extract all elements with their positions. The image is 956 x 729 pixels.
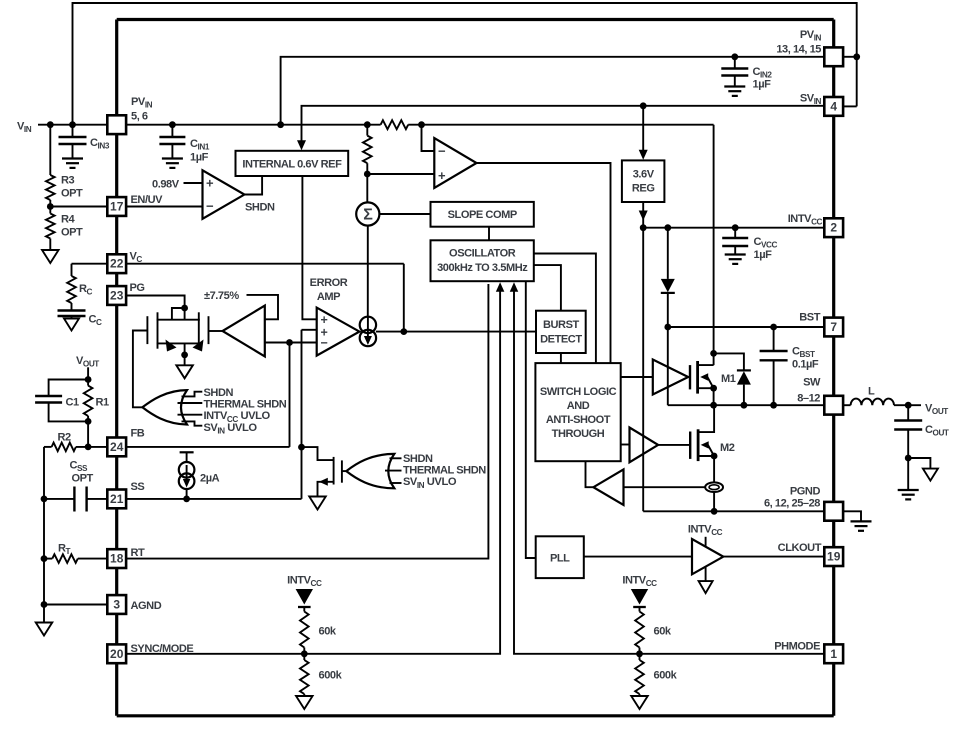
- svg-text:ANTI-SHOOT: ANTI-SHOOT: [546, 414, 611, 426]
- svg-text:2µA: 2µA: [200, 473, 220, 485]
- svg-text:7: 7: [830, 320, 837, 334]
- svg-text:8–12: 8–12: [797, 393, 820, 405]
- svg-text:SVIN UVLO: SVIN UVLO: [403, 476, 457, 490]
- svg-text:21: 21: [110, 492, 124, 506]
- svg-text:300kHz TO 3.5MHz: 300kHz TO 3.5MHz: [437, 262, 528, 274]
- svg-text:THROUGH: THROUGH: [552, 428, 605, 440]
- svg-text:1: 1: [830, 647, 837, 661]
- svg-text:60k: 60k: [319, 626, 337, 638]
- svg-text:23: 23: [110, 289, 124, 303]
- svg-text:+: +: [321, 313, 328, 327]
- svg-text:SS: SS: [131, 481, 145, 493]
- svg-text:PGND: PGND: [790, 486, 821, 498]
- svg-text:INTERNAL 0.6V REF: INTERNAL 0.6V REF: [242, 159, 342, 171]
- svg-text:1µF: 1µF: [754, 249, 773, 261]
- svg-text:5, 6: 5, 6: [131, 111, 148, 123]
- svg-text:M2: M2: [720, 442, 735, 454]
- svg-text:OPT: OPT: [61, 188, 83, 200]
- svg-text:FB: FB: [131, 428, 145, 440]
- svg-text:6, 12, 25–28: 6, 12, 25–28: [764, 498, 820, 510]
- svg-text:+: +: [206, 176, 214, 191]
- svg-text:INTVCC UVLO: INTVCC UVLO: [204, 410, 271, 424]
- svg-text:R1: R1: [96, 397, 110, 409]
- svg-text:3: 3: [113, 598, 120, 612]
- svg-text:SWITCH LOGIC: SWITCH LOGIC: [540, 386, 617, 398]
- svg-text:SVIN UVLO: SVIN UVLO: [204, 422, 258, 436]
- svg-text:CLKOUT: CLKOUT: [778, 542, 822, 554]
- svg-text:EN/UV: EN/UV: [131, 194, 164, 206]
- svg-text:BST: BST: [799, 312, 820, 324]
- svg-text:OPT: OPT: [61, 227, 83, 239]
- svg-text:17: 17: [110, 200, 124, 214]
- svg-text:+: +: [438, 168, 446, 183]
- svg-text:+: +: [321, 325, 328, 339]
- svg-text:R3: R3: [61, 175, 75, 187]
- svg-text:SLOPE COMP: SLOPE COMP: [448, 209, 517, 221]
- svg-text:22: 22: [110, 257, 124, 271]
- svg-text:600k: 600k: [654, 670, 678, 682]
- svg-text:OSCILLATOR: OSCILLATOR: [449, 247, 516, 259]
- svg-text:REG: REG: [632, 183, 655, 195]
- svg-text:SYNC/MODE: SYNC/MODE: [131, 643, 194, 655]
- svg-text:PHMODE: PHMODE: [774, 641, 820, 653]
- svg-text:18: 18: [110, 552, 124, 566]
- svg-text:C1: C1: [66, 397, 80, 409]
- svg-text:R4: R4: [61, 214, 76, 226]
- svg-text:L: L: [868, 386, 875, 398]
- svg-text:AND: AND: [567, 400, 590, 412]
- svg-text:PG: PG: [130, 282, 145, 294]
- svg-text:M1: M1: [721, 373, 736, 385]
- svg-text:2: 2: [830, 221, 837, 235]
- svg-text:−: −: [321, 336, 328, 350]
- svg-text:−: −: [438, 144, 446, 159]
- svg-text:THERMAL SHDN: THERMAL SHDN: [204, 399, 287, 411]
- svg-text:R2: R2: [58, 432, 72, 444]
- svg-text:24: 24: [110, 440, 124, 454]
- svg-text:60k: 60k: [654, 626, 672, 638]
- svg-text:BURST: BURST: [543, 319, 580, 331]
- svg-text:1µF: 1µF: [753, 79, 772, 91]
- svg-text:19: 19: [827, 550, 841, 564]
- svg-text:AGND: AGND: [131, 600, 162, 612]
- svg-text:Σ: Σ: [363, 207, 373, 224]
- svg-text:−: −: [206, 199, 214, 214]
- svg-text:600k: 600k: [319, 670, 343, 682]
- svg-text:SW: SW: [803, 377, 821, 389]
- svg-text:DETECT: DETECT: [540, 334, 582, 346]
- svg-text:13, 14, 15: 13, 14, 15: [776, 44, 821, 56]
- svg-text:SHDN: SHDN: [204, 387, 234, 399]
- svg-text:0.98V: 0.98V: [152, 179, 180, 191]
- svg-text:PLL: PLL: [550, 553, 570, 565]
- svg-text:SHDN: SHDN: [403, 453, 433, 465]
- svg-text:ERROR: ERROR: [310, 277, 348, 289]
- svg-text:1µF: 1µF: [190, 152, 209, 164]
- svg-text:±7.75%: ±7.75%: [204, 290, 239, 302]
- svg-text:3.6V: 3.6V: [633, 169, 655, 181]
- svg-text:OPT: OPT: [72, 473, 94, 485]
- svg-text:AMP: AMP: [317, 291, 340, 303]
- svg-text:0.1µF: 0.1µF: [792, 359, 819, 371]
- svg-text:SHDN: SHDN: [245, 202, 275, 214]
- svg-text:RT: RT: [131, 547, 146, 559]
- svg-text:20: 20: [110, 647, 124, 661]
- svg-text:THERMAL SHDN: THERMAL SHDN: [403, 465, 486, 477]
- svg-text:4: 4: [830, 99, 837, 113]
